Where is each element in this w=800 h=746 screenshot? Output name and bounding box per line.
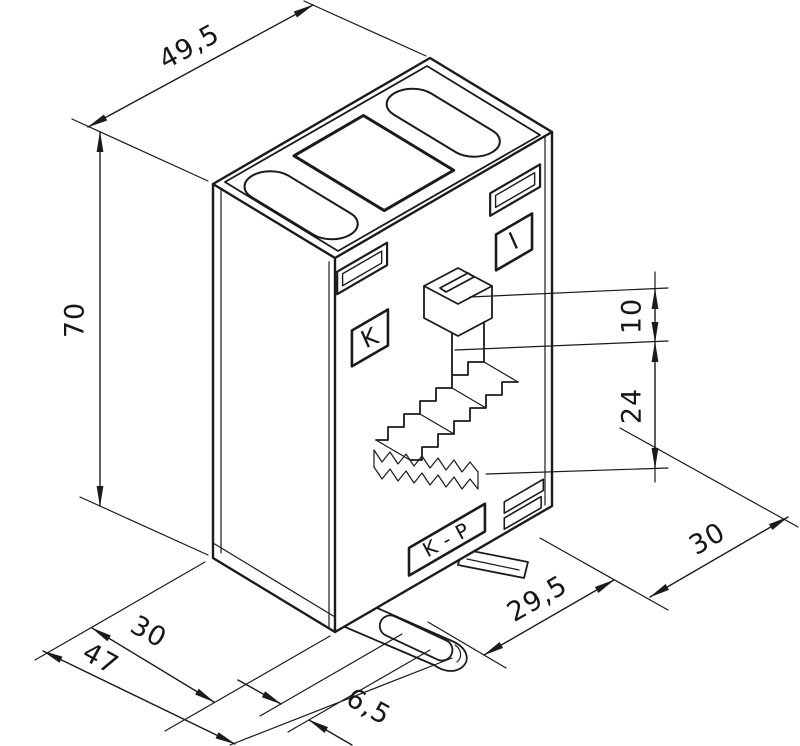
front-window-outer xyxy=(337,243,387,294)
side-window-inner xyxy=(496,173,535,208)
top-slot-left xyxy=(234,165,368,246)
terminal-assembly xyxy=(373,267,519,490)
top-face-rim xyxy=(224,65,541,252)
clamp-staircase-front xyxy=(375,361,485,441)
serration-sides xyxy=(373,449,479,490)
body-edges xyxy=(211,130,554,634)
screw-slot xyxy=(439,272,475,293)
dim-arrow-slot-left xyxy=(237,679,282,705)
dim-label-height: 70 xyxy=(60,302,91,338)
clamp-neck xyxy=(451,321,485,376)
foot-slot xyxy=(378,614,454,662)
label-box-k xyxy=(352,310,388,367)
foot-lip-line xyxy=(454,644,462,663)
body-silhouette xyxy=(211,56,554,634)
dim-label-foot-slot-width: 6,5 xyxy=(341,682,396,731)
extension-lines xyxy=(34,0,799,746)
dim-label-bottom-depth: 30 xyxy=(125,610,172,655)
staircase-connectors xyxy=(375,361,519,461)
label-box-i xyxy=(496,214,532,271)
clamp-staircase-back xyxy=(409,381,519,461)
side-window-outer xyxy=(490,164,540,215)
edge-bevels xyxy=(212,136,546,629)
foot-rear-tab-line xyxy=(466,558,520,571)
dim-arrow-slot-right xyxy=(308,719,353,746)
din-rail-foot xyxy=(337,548,529,672)
serration-row-2 xyxy=(373,466,479,490)
front-window-inner xyxy=(343,251,382,286)
dim-line-bottom-right-width xyxy=(483,579,615,656)
dim-label-terminal-top-offset: 10 xyxy=(617,298,648,334)
transformer-body: K I K - P xyxy=(213,58,552,632)
label-box-kp xyxy=(409,504,485,576)
foot-outline xyxy=(337,595,468,672)
dim-label-top-width: 49,5 xyxy=(154,18,225,76)
screw-head-sides xyxy=(423,285,493,337)
rail-clip-mark-1 xyxy=(504,479,543,513)
top-window xyxy=(294,116,454,211)
rail-clip-mark-2 xyxy=(504,497,541,530)
dim-label-bottom-right-width: 29,5 xyxy=(502,570,573,629)
serration-row-1 xyxy=(373,449,479,473)
dim-line-right-offset xyxy=(649,516,789,598)
top-slot-right xyxy=(376,82,510,163)
dim-label-terminal-height: 24 xyxy=(617,388,648,424)
dim-line-top-width xyxy=(87,4,314,128)
dim-line-bottom-total-depth xyxy=(42,650,236,745)
